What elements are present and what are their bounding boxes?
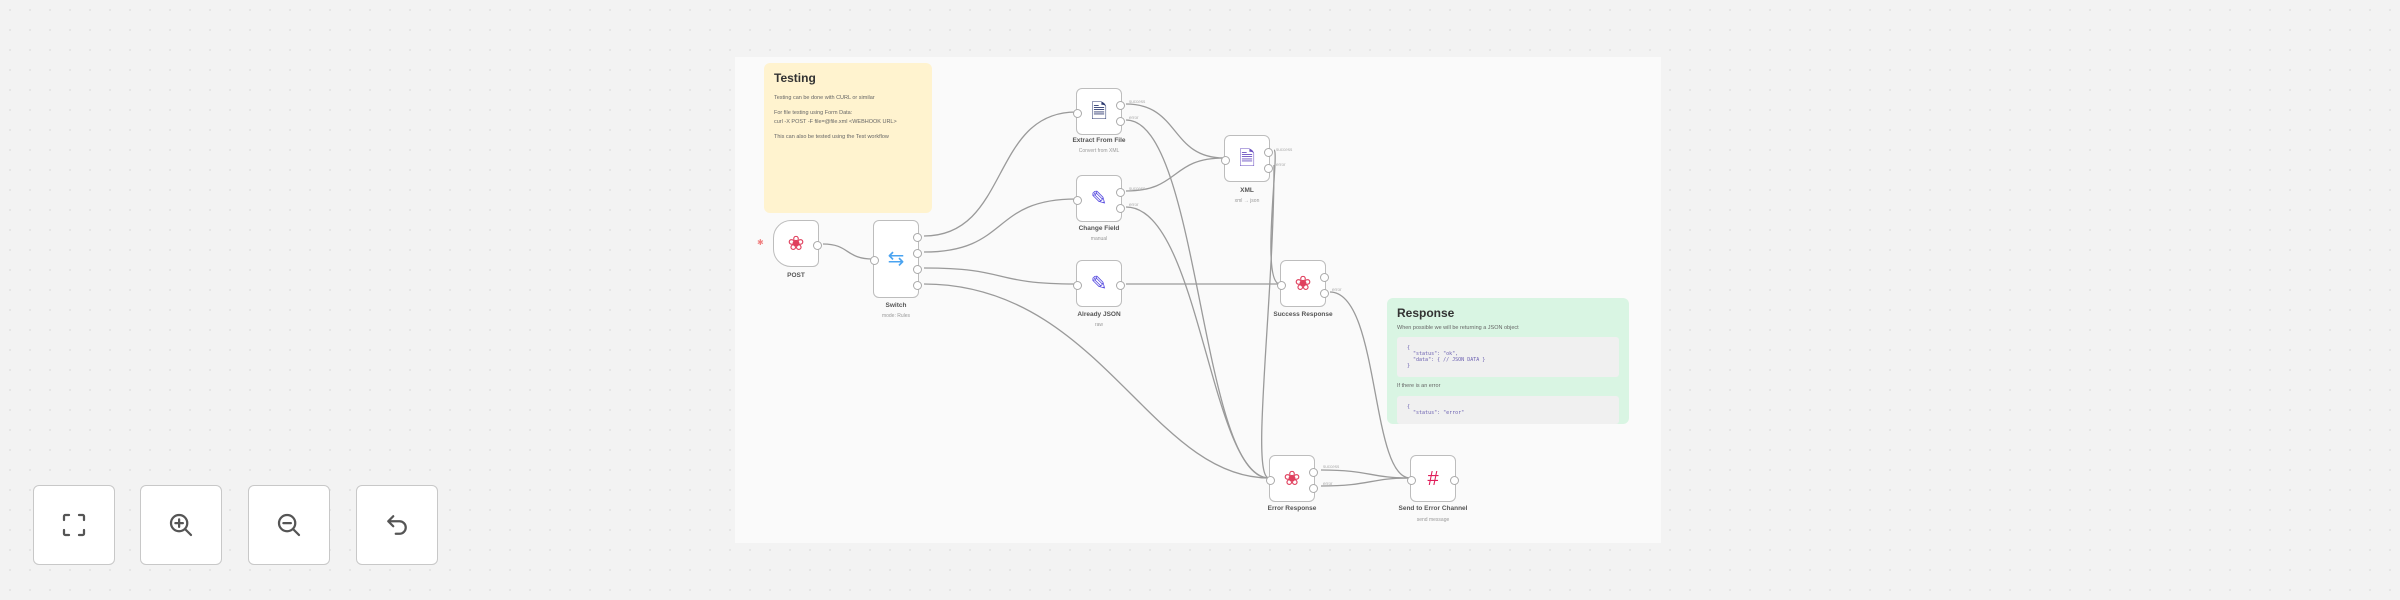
- node-label: Success Response: [1273, 311, 1333, 318]
- node-subtitle: Convert from XML: [1078, 148, 1120, 154]
- node-success-response[interactable]: ❀: [1277, 260, 1329, 307]
- webhook-icon: ❀: [1294, 272, 1312, 295]
- output-port[interactable]: [1309, 484, 1318, 493]
- webhook-icon: ❀: [1283, 467, 1301, 490]
- output-port[interactable]: [913, 265, 922, 274]
- input-port[interactable]: [1073, 196, 1082, 205]
- output-port[interactable]: [913, 249, 922, 258]
- node-label: Change Field: [1078, 225, 1120, 232]
- input-port[interactable]: [1073, 281, 1082, 290]
- node-subtitle: xml → json: [1234, 198, 1260, 204]
- input-port[interactable]: [1073, 109, 1082, 118]
- output-port[interactable]: [913, 233, 922, 242]
- node-send-to-error-channel[interactable]: #: [1407, 455, 1459, 502]
- zoom-out-button[interactable]: [248, 485, 330, 565]
- port-label: success: [1129, 186, 1146, 191]
- node-label: Extract From File: [1072, 137, 1126, 144]
- node-extract-from-file[interactable]: 🗎: [1073, 88, 1125, 135]
- code-block-ok: { "status": "ok", "data": { // JSON DATA…: [1397, 337, 1619, 378]
- output-port[interactable]: [1309, 468, 1318, 477]
- webhook-icon: ❀: [787, 232, 805, 255]
- port-label: error: [1129, 202, 1139, 207]
- node-already-json[interactable]: ✎: [1073, 260, 1125, 307]
- output-port[interactable]: [1116, 281, 1125, 290]
- output-port[interactable]: [1116, 117, 1125, 126]
- node-subtitle: send message: [1416, 517, 1450, 523]
- note-title: Testing: [774, 71, 816, 85]
- note-text: This can also be tested using the Test w…: [774, 134, 889, 141]
- port-label: error: [1332, 287, 1342, 292]
- port-label: success: [1276, 147, 1293, 152]
- input-port[interactable]: [1221, 156, 1230, 165]
- port-label: error: [1129, 115, 1139, 120]
- fit-view-button[interactable]: [33, 485, 115, 565]
- file-export-icon: 🗎: [1090, 100, 1108, 123]
- output-port[interactable]: [1320, 289, 1329, 298]
- note-text: For file testing using Form Data:: [774, 110, 853, 117]
- xml-file-icon: 🗎: [1238, 147, 1256, 170]
- pencil-icon: ✎: [1090, 272, 1108, 295]
- note-text: If there is an error: [1397, 383, 1441, 390]
- node-subtitle: raw: [1094, 322, 1104, 328]
- output-port[interactable]: [1320, 273, 1329, 282]
- node-change-field[interactable]: ✎: [1073, 175, 1125, 222]
- node-label: Switch: [885, 302, 907, 309]
- node-label: POST: [787, 272, 805, 279]
- zoom-out-icon: [277, 513, 301, 537]
- note-text: Testing can be done with CURL or similar: [774, 95, 875, 101]
- sticky-note-testing[interactable]: Testing Testing can be done with CURL or…: [764, 63, 932, 213]
- trigger-marker-icon: ✱: [757, 238, 764, 247]
- node-label: Already JSON: [1077, 311, 1121, 318]
- pencil-icon: ✎: [1090, 187, 1108, 210]
- slack-icon: #: [1427, 467, 1439, 490]
- input-port[interactable]: [870, 256, 879, 265]
- note-title: Response: [1397, 306, 1455, 320]
- node-label: XML: [1240, 187, 1254, 194]
- fullscreen-icon: [62, 513, 86, 537]
- output-port[interactable]: [1264, 164, 1273, 173]
- node-label: Send to Error Channel: [1398, 505, 1468, 512]
- node-xml[interactable]: 🗎: [1221, 135, 1273, 182]
- output-port[interactable]: [813, 241, 822, 250]
- output-port[interactable]: [1116, 204, 1125, 213]
- output-port[interactable]: [1116, 101, 1125, 110]
- zoom-in-icon: [169, 513, 193, 537]
- output-port[interactable]: [1450, 476, 1459, 485]
- reset-button[interactable]: [356, 485, 438, 565]
- input-port[interactable]: [1407, 476, 1416, 485]
- output-port[interactable]: [913, 281, 922, 290]
- input-port[interactable]: [1277, 281, 1286, 290]
- output-port[interactable]: [1116, 188, 1125, 197]
- port-label: success: [1323, 464, 1340, 469]
- undo-icon: [387, 515, 407, 535]
- node-subtitle: mode: Rules: [881, 313, 911, 319]
- node-post[interactable]: ❀: [773, 220, 822, 267]
- node-subtitle: manual: [1090, 236, 1108, 242]
- input-port[interactable]: [1266, 476, 1275, 485]
- code-block-error: { "status": "error": [1397, 395, 1619, 424]
- zoom-in-button[interactable]: [140, 485, 222, 565]
- sticky-note-response[interactable]: Response When possible we will be return…: [1387, 298, 1629, 424]
- node-label: Error Response: [1267, 505, 1317, 512]
- signpost-icon: ⇆: [887, 248, 905, 270]
- port-label: error: [1276, 162, 1286, 167]
- port-label: error: [1323, 481, 1333, 486]
- note-text: When possible we will be returning a JSO…: [1397, 325, 1519, 331]
- port-label: success: [1129, 99, 1146, 104]
- note-text: curl -X POST -F file=@file.xml <WEBHOOK …: [774, 118, 897, 125]
- node-error-response[interactable]: ❀: [1266, 455, 1318, 502]
- node-switch[interactable]: ⇆: [870, 220, 922, 298]
- output-port[interactable]: [1264, 148, 1273, 157]
